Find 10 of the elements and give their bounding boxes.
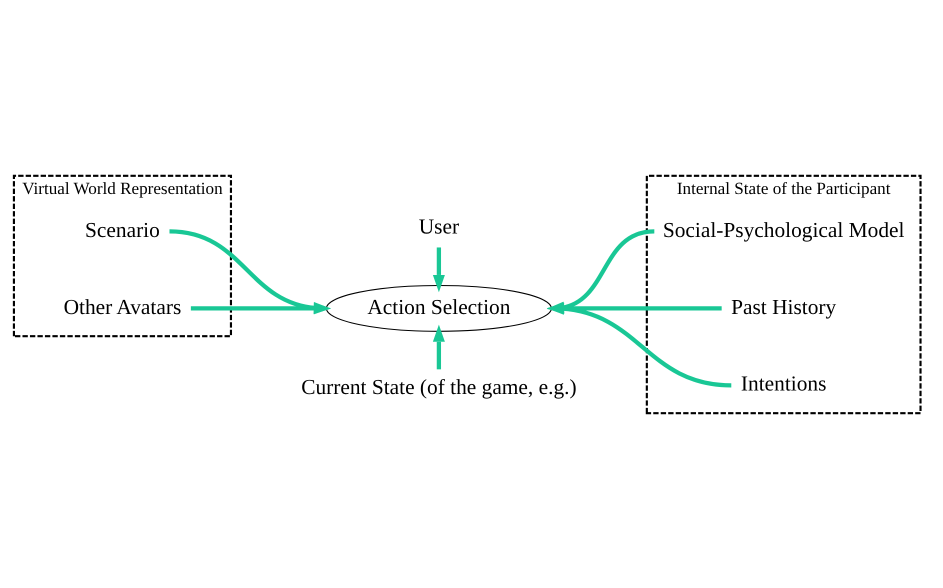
arrow <box>432 324 445 369</box>
node-text: Scenario <box>85 217 160 242</box>
node-text: Past History <box>731 294 836 318</box>
arrow <box>432 246 445 292</box>
node-text: Intentions <box>740 371 826 396</box>
node-ellipse: Action Selection <box>326 284 552 332</box>
node-text: Other Avatars <box>64 294 182 318</box>
node-text: Social-Psychological Model <box>662 217 904 242</box>
node-text: Current State (of the game, e.g.) <box>301 374 577 398</box>
node-text: User <box>418 214 460 238</box>
